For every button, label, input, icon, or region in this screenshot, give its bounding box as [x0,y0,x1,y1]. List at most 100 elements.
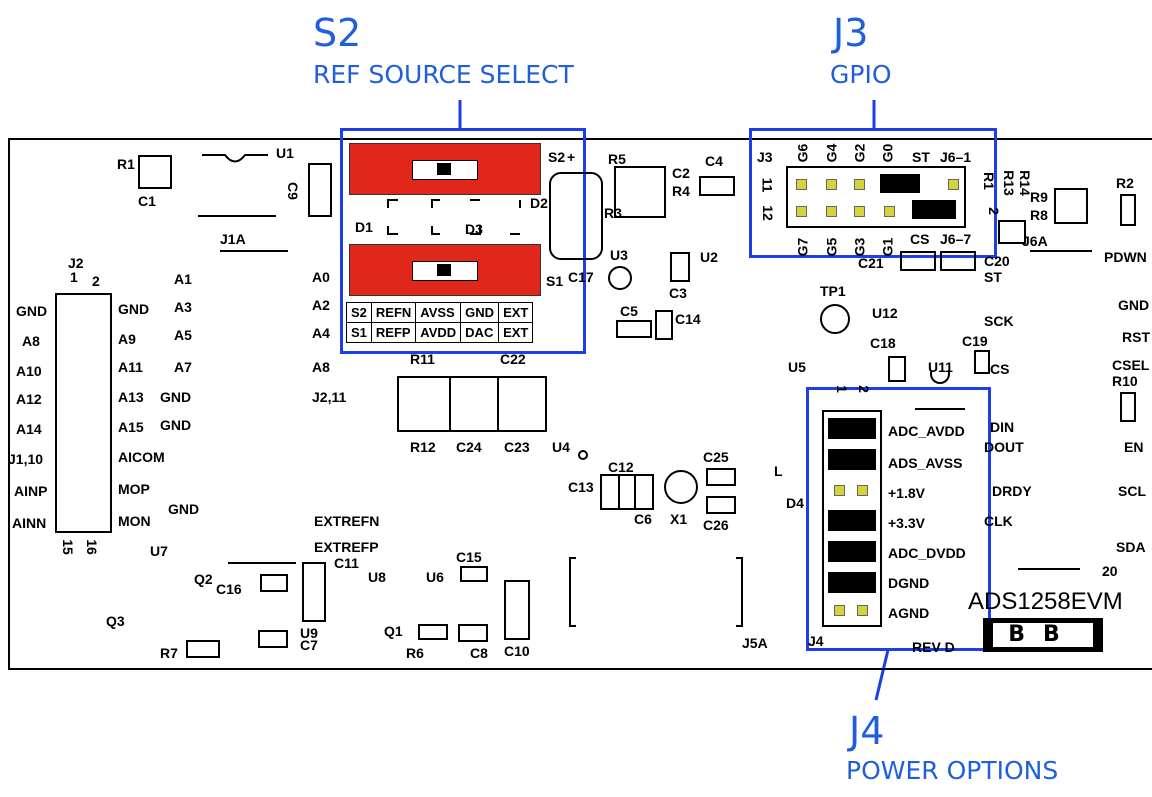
a0-label: A2 [312,297,330,313]
r10-pad [1120,392,1136,422]
d3-label: D3 [465,221,483,237]
j4-option: ADC_AVDD [888,423,965,439]
right-edge-label: CSEL [1112,357,1150,373]
x1-crystal [664,470,698,504]
s2-callout-subtitle: REF SOURCE SELECT [313,60,574,89]
pin-label: G3 [851,237,868,257]
gnd-label: GND [168,501,200,517]
pin-label: ST [912,149,930,165]
r6-pad [418,624,448,640]
s2-highlight-box [340,128,586,354]
signal-label: DOUT [984,439,1024,455]
j1a-label: J1A [220,231,246,247]
l-label: L [774,463,783,479]
st-label: ST [984,269,1002,285]
signal-label: DRDY [992,483,1032,499]
c17-label: C17 [568,269,594,285]
a-label: A3 [174,299,192,315]
c23-label: C23 [504,439,530,455]
j2-right-label: A13 [118,389,144,405]
d2-label: D2 [530,195,548,211]
a0-label: A8 [312,359,330,375]
s1-label: S1 [546,273,564,289]
extrefn-label: EXTREFN [314,513,380,529]
c15-pad [460,566,488,582]
c3-pad [670,252,690,282]
switch-s1[interactable] [349,244,541,296]
table-cell: S2 [346,302,372,323]
c4-label: C4 [705,153,723,169]
j2-connector[interactable] [55,293,112,533]
table-cell: GND [460,302,500,323]
u6-label: U6 [426,569,444,585]
j4-header[interactable] [822,410,882,627]
c20-pad [940,251,976,271]
pin-number: 12 [759,205,776,221]
j2-pin-16: 16 [83,539,100,555]
c9-pad [308,163,332,217]
c19-pad [974,350,990,374]
r-pad-group [614,166,666,218]
j2-pin-2: 2 [92,273,100,289]
right-edge-label: SCL [1118,483,1146,499]
u8-label: U8 [368,569,386,585]
s2-callout-title: S2 [313,11,362,55]
a-label: GND [160,417,192,433]
r10-label: R10 [1112,373,1138,389]
u2-label: U2 [700,249,718,265]
tp1-label: TP1 [820,283,846,299]
j4-option: DGND [888,575,930,591]
d1-label: D1 [355,219,373,235]
r1-pad [138,155,172,189]
tp1-circle[interactable] [820,304,850,334]
c10-pad [504,580,530,640]
j2-right-label: A15 [118,419,144,435]
u12-label: U12 [872,305,898,321]
c5-pad [616,320,652,338]
a0-label: J2,11 [312,389,347,405]
j4-option: +1.8V [888,485,925,501]
c26-pad [706,496,736,514]
c21-pad [900,251,936,271]
c8-pad [458,624,488,642]
j2-right-label: GND [118,301,150,317]
table-cell: EXT [498,302,534,323]
c16-label: C16 [216,581,242,597]
switch-s2[interactable] [349,143,541,195]
j2-pin-1: 1 [70,269,78,285]
pin-number: 11 [759,177,776,193]
table-row: S2 REFN AVSS GND EXT [346,302,534,323]
c6-label: C6 [634,511,652,527]
rev-label: REV D [912,639,955,655]
j2-left-label: J1,10 [8,451,44,467]
c7-pad [258,630,288,648]
u-outline [549,172,603,260]
c12-label: C12 [608,459,634,475]
r13-r14-pad [998,220,1026,244]
logo-text: BB [993,623,1093,647]
r11-label: R11 [410,351,435,367]
j4-highlight-box [806,387,991,651]
j3-header[interactable] [786,166,966,228]
r7-pad [186,640,220,658]
j3-pin-2: 2 [985,207,1002,215]
c7-label: C7 [300,637,318,653]
ref-select-table: S2 REFN AVSS GND EXT S1 REFP AVDD DAC EX… [346,302,534,343]
c5-label: C5 [620,303,638,319]
u3-label: U3 [610,247,628,263]
q3-label: Q3 [106,613,125,629]
pin-label: G5 [823,237,840,257]
extrefp-label: EXTREFP [314,539,379,555]
signal-label: DIN [990,419,1015,435]
a-label: A5 [174,327,192,343]
r9-label: R9 [1030,189,1048,205]
r1-label: R1 [117,156,135,172]
q2-label: Q2 [194,571,213,587]
table-cell: REFN [370,302,417,323]
j3-label: J3 [757,149,773,165]
a0-label: A4 [312,325,330,341]
pin-label: J6–7 [940,231,972,247]
c13-label: C13 [568,479,594,495]
j4-option: ADS_AVSS [888,455,963,471]
c14-pad [655,310,673,340]
